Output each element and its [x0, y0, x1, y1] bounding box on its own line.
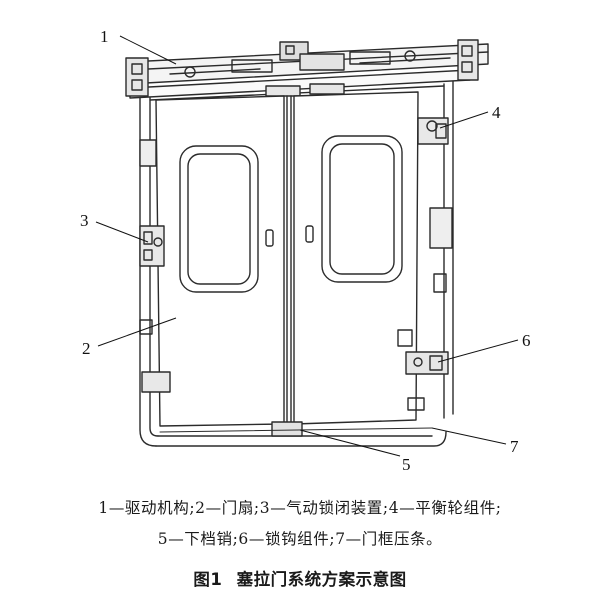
bottom-bracket-left [141, 371, 171, 393]
leader-line-4 [439, 111, 489, 129]
door-system-diagram: 1 2 3 4 5 6 7 [80, 27, 531, 474]
frame-pressing-strip [159, 427, 433, 433]
door-leaf-right [293, 91, 419, 425]
callout-2: 2 [82, 339, 91, 358]
legend-line-2: 5—下档销;6—锁钩组件;7—门框压条。 [157, 530, 443, 548]
callout-7: 7 [510, 437, 519, 456]
callout-3: 3 [80, 211, 89, 230]
hinge-lower-right [433, 273, 447, 293]
leader-line-2 [97, 317, 177, 347]
legend-line-1: 1—驱动机构;2—门扇;3—气动锁闭装置;4—平衡轮组件; [98, 499, 502, 517]
leader-line-6 [437, 339, 519, 363]
figure-title: 塞拉门系统方案示意图 [236, 570, 407, 589]
leader-line-3 [95, 221, 149, 243]
callout-1: 1 [100, 27, 109, 46]
balance-wheel-assembly [417, 117, 449, 145]
leader-line-5 [299, 429, 401, 457]
component-legend: 1—驱动机构;2—门扇;3—气动锁闭装置;4—平衡轮组件; 5—下档销;6—锁钩… [0, 493, 600, 555]
leader-line-7 [431, 427, 507, 445]
pneumatic-lock-device [139, 225, 165, 267]
figure-number: 图1 [193, 570, 223, 589]
door-leaf-left [155, 95, 285, 427]
lock-hook-assembly [405, 351, 449, 375]
control-box [397, 329, 413, 347]
drive-mechanism [125, 39, 489, 101]
lower-stop-pin [271, 421, 303, 437]
figure-caption: 图1 塞拉门系统方案示意图 [0, 566, 600, 590]
callout-5: 5 [402, 455, 411, 474]
leader-line-1 [119, 35, 177, 65]
callout-4: 4 [492, 103, 501, 122]
hinge-upper-left [139, 139, 157, 167]
callout-6: 6 [522, 331, 531, 350]
hinge-middle-right [429, 207, 453, 249]
bottom-bracket-right [407, 397, 425, 411]
